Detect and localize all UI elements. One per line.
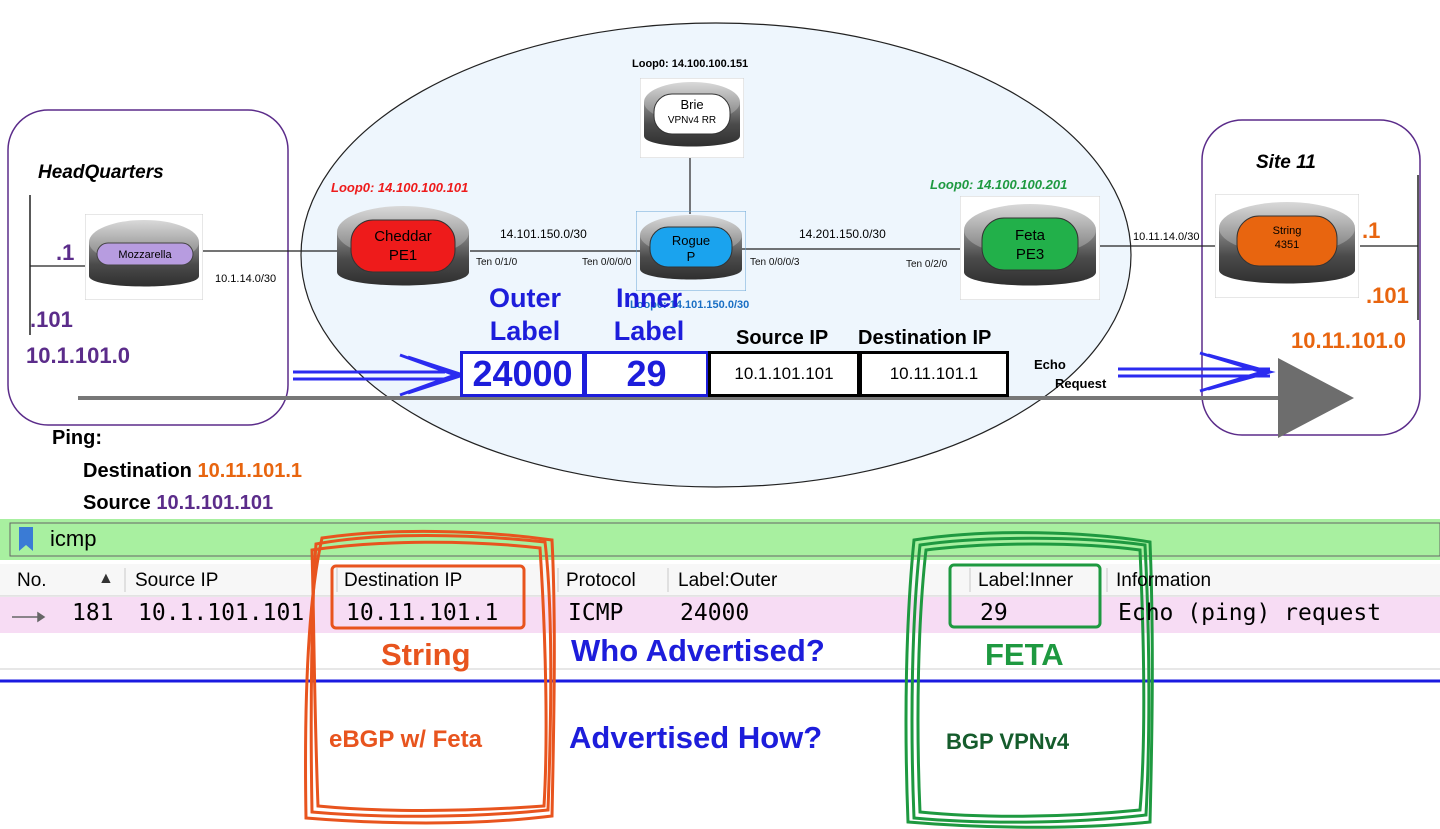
brie-router xyxy=(640,78,744,158)
column-source-ip[interactable]: Source IP xyxy=(135,570,219,591)
display-filter-input[interactable]: icmp xyxy=(50,526,97,551)
column-label-inner[interactable]: Label:Inner xyxy=(978,570,1074,591)
column-no[interactable]: No. xyxy=(17,570,47,591)
packet-path-arrowhead xyxy=(1278,358,1354,438)
row-information[interactable]: Echo (ping) request xyxy=(1118,600,1382,626)
echo-label: Echo xyxy=(1034,357,1066,372)
row-pointer-icon xyxy=(12,611,46,623)
row-label-outer[interactable]: 24000 xyxy=(680,600,750,626)
orange-highlight-scribble xyxy=(304,529,556,825)
string-router xyxy=(1215,194,1359,298)
cheddar-name: Cheddar PE1 xyxy=(374,228,432,264)
string-name: String 4351 xyxy=(1272,225,1302,251)
row-source[interactable]: 10.1.101.101 xyxy=(138,600,305,626)
site11-gateway-suffix: .1 xyxy=(1362,218,1381,243)
inner-label-title: Inner Label xyxy=(613,283,685,346)
column-protocol[interactable]: Protocol xyxy=(566,570,636,591)
dest-who-annotation: String xyxy=(381,637,471,672)
source-ip-title: Source IP xyxy=(736,327,829,349)
selected-packet-row-bg xyxy=(0,597,1440,633)
cheddar-router xyxy=(337,206,469,286)
column-information[interactable]: Information xyxy=(1116,570,1212,591)
rogue-router xyxy=(636,211,746,291)
inner-label-box: 29 xyxy=(584,351,709,397)
mozzarella-router xyxy=(85,214,203,300)
rogue-name: Rogue P xyxy=(671,233,711,264)
advertised-how-question: Advertised How? xyxy=(569,720,823,755)
bookmark-icon xyxy=(19,527,33,551)
who-advertised-question: Who Advertised? xyxy=(571,633,825,668)
feta-router xyxy=(960,196,1100,300)
site11-title: Site 11 xyxy=(1256,152,1316,173)
outer-label-box: 24000 xyxy=(460,351,585,397)
feta-name: Feta PE3 xyxy=(1014,227,1045,263)
ping-destination: Destination 10.11.101.1 xyxy=(83,460,303,482)
green-highlight-scribble xyxy=(904,531,1154,829)
row-no[interactable]: 181 xyxy=(72,600,114,626)
column-destination-ip[interactable]: Destination IP xyxy=(344,570,463,591)
source-ip-box: 10.1.101.101 xyxy=(708,351,860,397)
link-feta-string-subnet: 10.11.14.0/30 xyxy=(1133,231,1200,243)
blue-flow-arrow-right xyxy=(1118,351,1276,393)
row-destination[interactable]: 10.11.101.1 xyxy=(346,600,499,626)
rogue-loopback: Loop0: 14.101.150.0/30 xyxy=(630,299,750,311)
row-label-inner[interactable]: 29 xyxy=(980,600,1008,626)
hq-gateway-suffix: .1 xyxy=(56,240,75,265)
brie-loopback: Loop0: 14.100.100.151 xyxy=(632,58,749,70)
column-header-row xyxy=(0,564,1440,596)
site11-host-suffix: .101 xyxy=(1366,283,1409,308)
hq-subnet: 10.1.101.0 xyxy=(26,343,130,368)
headquarters-title: HeadQuarters xyxy=(38,162,164,183)
destination-ip-title: Destination IP xyxy=(858,327,992,349)
rogue-interface-right: Ten 0/0/0/3 xyxy=(750,257,800,268)
inner-how-annotation: BGP VPNv4 xyxy=(946,729,1070,754)
mozzarella-name: Mozzarella xyxy=(118,249,172,261)
dest-how-annotation: eBGP w/ Feta xyxy=(329,726,482,753)
sort-ascending-icon[interactable]: ▲ xyxy=(98,570,114,587)
ping-title: Ping: xyxy=(52,427,102,449)
brie-name: Brie VPNv4 RR xyxy=(667,97,717,126)
destination-ip-box: 10.11.101.1 xyxy=(859,351,1009,397)
feta-interface: Ten 0/2/0 xyxy=(906,259,948,270)
rogue-interface-left: Ten 0/0/0/0 xyxy=(582,257,632,268)
ping-source: Source 10.1.101.101 xyxy=(83,492,274,514)
cheddar-loopback: Loop0: 14.100.100.101 xyxy=(331,180,469,195)
outer-label-title: Outer Label xyxy=(488,283,561,346)
site11-subnet: 10.11.101.0 xyxy=(1291,328,1407,353)
column-label-outer[interactable]: Label:Outer xyxy=(678,570,778,591)
link-cheddar-rogue-subnet: 14.101.150.0/30 xyxy=(500,227,587,241)
row-protocol[interactable]: ICMP xyxy=(568,600,624,626)
cheddar-interface: Ten 0/1/0 xyxy=(476,257,518,268)
link-hq-cheddar-subnet: 10.1.14.0/30 xyxy=(215,273,277,285)
inner-who-annotation: FETA xyxy=(985,637,1064,672)
filter-bar xyxy=(0,519,1440,560)
hq-host-suffix: .101 xyxy=(30,307,73,332)
request-label: Request xyxy=(1055,376,1107,391)
link-rogue-feta-subnet: 14.201.150.0/30 xyxy=(799,227,886,241)
feta-loopback: Loop0: 14.100.100.201 xyxy=(930,177,1068,192)
